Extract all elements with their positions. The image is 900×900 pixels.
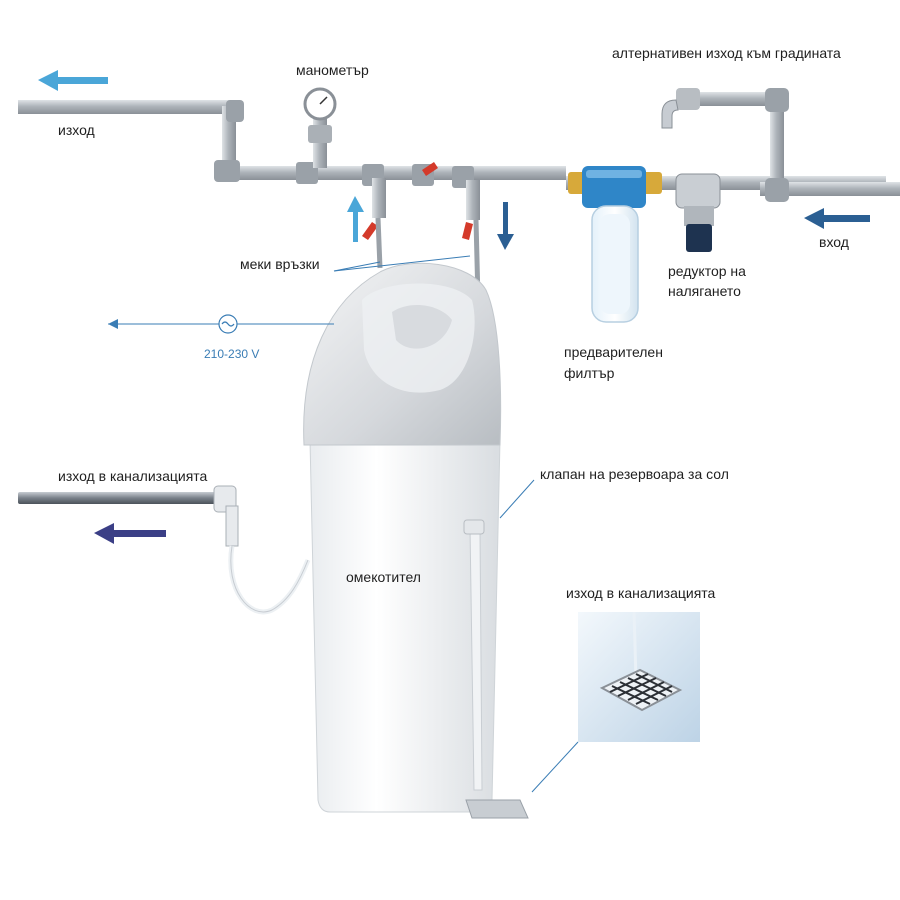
floor-drain-inset [531,611,700,793]
drain-pipe-left [18,485,311,615]
water-softener [303,262,529,819]
input-label: вход [819,234,849,250]
valve-icons [362,162,473,240]
input-flow-arrow [804,208,870,229]
pressure-reducer-label-1: редуктор на [668,263,746,279]
prefilter-label-1: предварителен [564,344,663,360]
up-flow-arrow [347,196,364,242]
brine-valve-label: клапан на резервоара за сол [540,466,729,482]
brine-valve-leader [499,479,535,519]
pressure-reducer [675,173,721,252]
drain-left-label: изход в канализацията [58,468,208,484]
garden-tap-branch [661,88,789,202]
pressure-reducer-label-2: налягането [668,283,741,299]
flow-arrows [38,70,870,544]
output-label: изход [58,122,95,138]
garden-output-label: алтернативен изход към градината [612,45,841,61]
prefilter-label-2: филтър [564,365,615,381]
drain-floor-label: изход в канализацията [566,585,716,601]
main-pipeline [18,100,900,220]
drain-flow-arrow [94,523,166,544]
pressure-gauge [303,87,337,168]
pressure-gauge-label: манометър [296,62,369,78]
voltage-label: 210-230 V [204,347,260,361]
output-flow-arrow [38,70,108,91]
prefilter-housing [568,166,662,323]
power-line [108,314,334,334]
drain-grate-icon [599,668,683,712]
soft-connections-label: меки връзки [240,256,320,272]
softener-label: омекотител [346,569,421,585]
down-flow-arrow [497,202,514,250]
